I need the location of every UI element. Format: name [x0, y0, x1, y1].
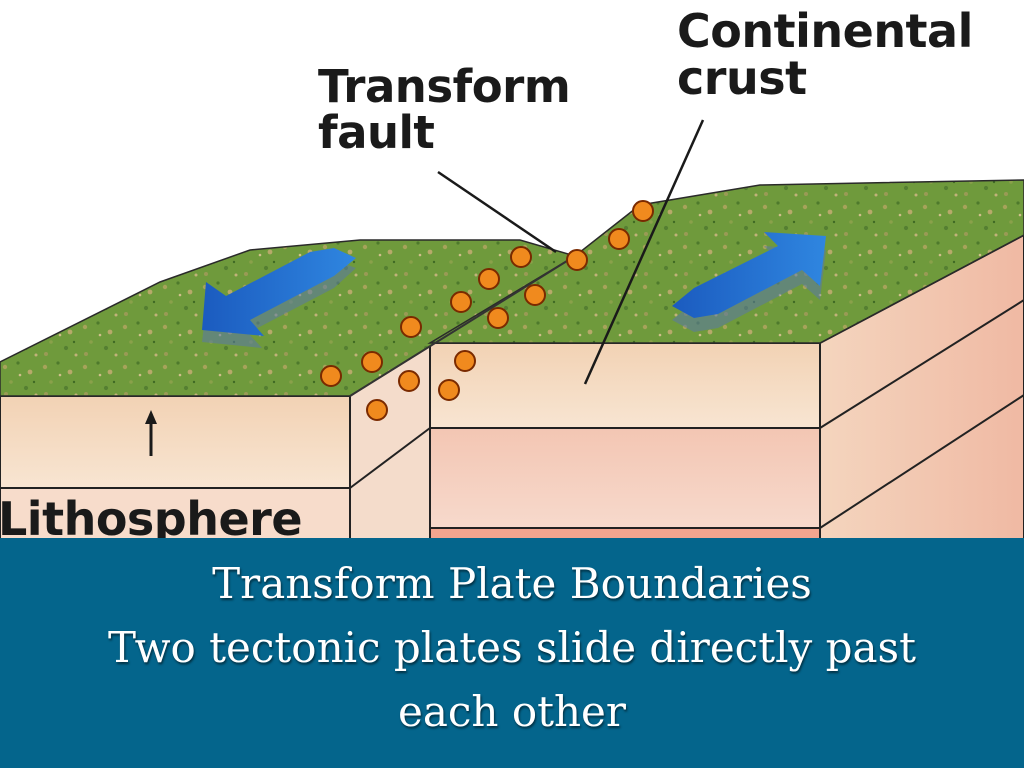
- block-diagram-illustration: [0, 119, 1024, 540]
- transform-boundary-diagram: Transform fault Continental crust Lithos…: [0, 8, 1024, 540]
- caption-line-2: Two tectonic plates slide directly past: [108, 623, 916, 672]
- lithosphere-label: Lithosphere: [0, 492, 303, 540]
- earthquake-dot-icon: [320, 200, 654, 421]
- left-plate-front-face: [0, 395, 351, 540]
- right-plate-surface: [427, 179, 1024, 344]
- caption-banner: Transform Plate Boundaries Two tectonic …: [0, 538, 1024, 768]
- motion-arrow-left-icon: [202, 248, 356, 348]
- caption-title: Transform Plate Boundaries: [212, 559, 812, 608]
- transform-fault-label-line1: Transform: [318, 60, 571, 113]
- continental-crust-label-line1: Continental: [677, 4, 973, 58]
- continental-crust-label-line2: crust: [677, 50, 807, 105]
- fault-trace: [349, 255, 576, 397]
- left-plate-surface: [0, 239, 577, 397]
- caption-line-3: each other: [398, 687, 626, 736]
- transform-fault-label: Transform fault: [318, 60, 571, 159]
- small-up-arrow-icon: [145, 410, 157, 456]
- continental-crust-leader-line: [583, 119, 705, 385]
- continental-crust-label: Continental crust: [677, 8, 973, 102]
- right-plate-front-face: [429, 342, 821, 540]
- motion-arrow-right-icon: [672, 232, 826, 332]
- transform-fault-leader-line: [437, 170, 557, 254]
- transform-fault-label-line2: fault: [318, 105, 435, 159]
